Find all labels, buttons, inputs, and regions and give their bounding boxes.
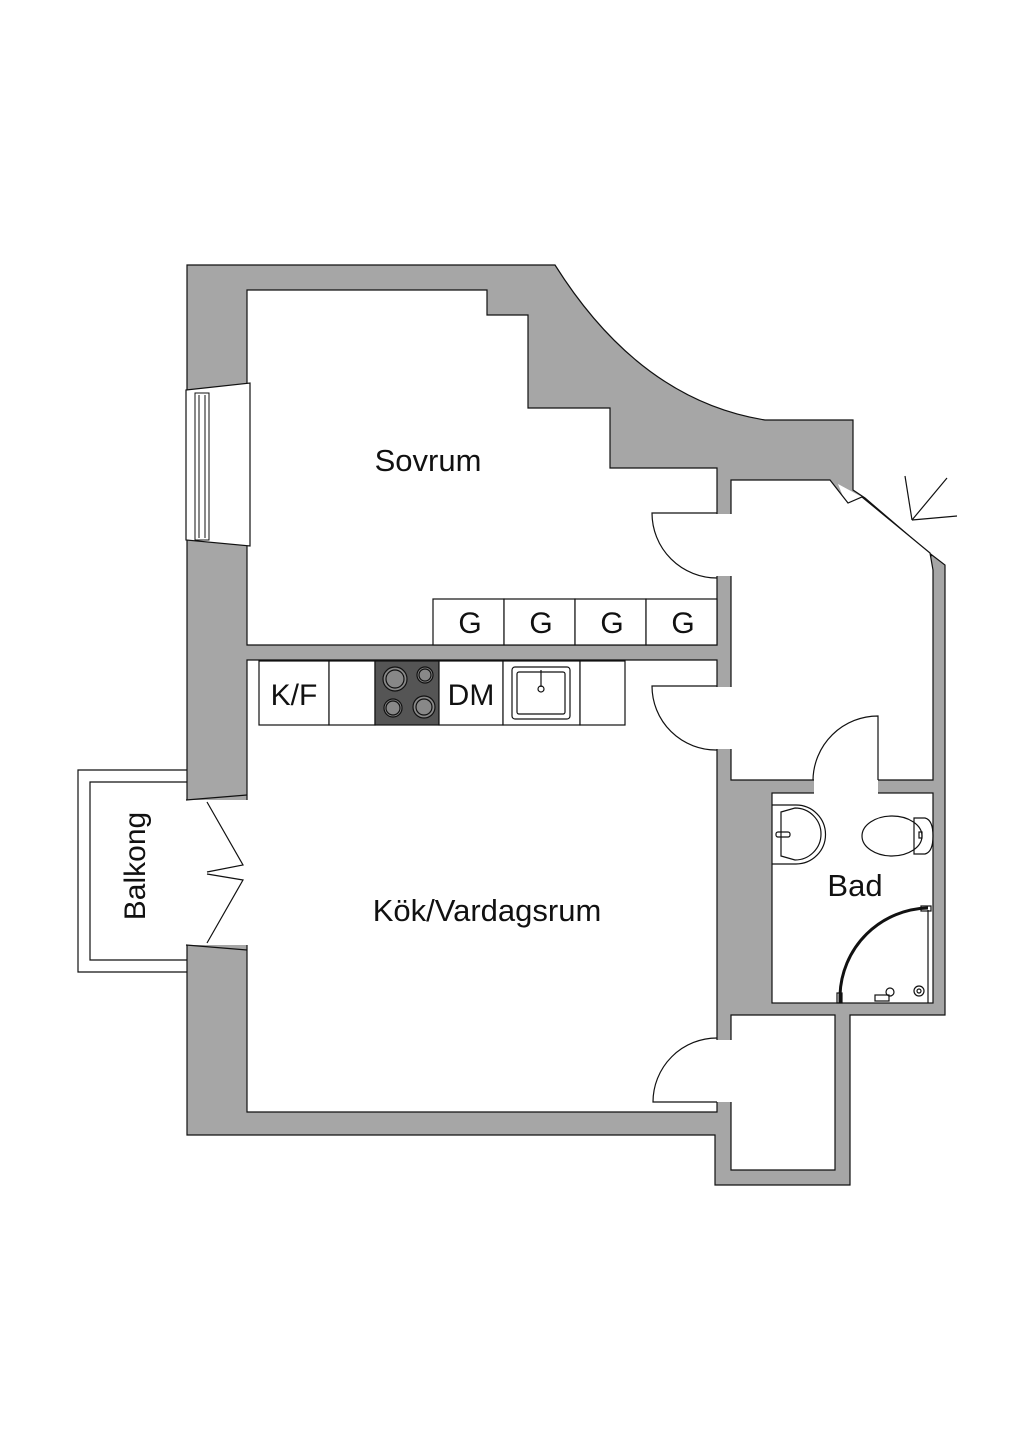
wardrobe-label: G — [600, 607, 623, 640]
door-opening — [716, 1040, 732, 1102]
door-opening — [716, 687, 732, 749]
window — [185, 382, 251, 547]
door-opening — [716, 514, 732, 576]
room-hall — [730, 479, 934, 781]
balcony-door[interactable] — [185, 794, 248, 951]
room-kok-vardagsrum — [246, 659, 718, 1113]
room-sovrum — [246, 289, 718, 646]
room-closet — [730, 1014, 836, 1171]
wardrobe-label: G — [529, 607, 552, 640]
toilet-icon — [861, 815, 934, 857]
kitchen-counter: K/F DM — [258, 660, 626, 726]
balcony — [77, 769, 187, 973]
door-opening — [814, 779, 878, 794]
entrance-arrow-icon — [904, 475, 958, 521]
door-closet[interactable] — [652, 1037, 718, 1103]
dishwasher-label: DM — [448, 679, 495, 712]
door-kitchen[interactable] — [651, 685, 718, 751]
wardrobe-label: G — [671, 607, 694, 640]
shower-icon — [836, 905, 932, 1004]
fridge-freezer-label: K/F — [271, 679, 318, 712]
washbasin-icon — [772, 804, 827, 865]
sink-icon — [511, 666, 571, 720]
wardrobe-label: G — [458, 607, 481, 640]
room-label-balkong: Balkong — [119, 812, 152, 920]
door-bad[interactable] — [812, 715, 879, 781]
room-label-bad: Bad — [827, 868, 882, 903]
room-label-sovrum: Sovrum — [375, 443, 482, 478]
room-label-kok-vardagsrum: Kök/Vardagsrum — [373, 893, 602, 928]
door-sovrum[interactable] — [651, 512, 718, 579]
wardrobes: G G G G — [432, 598, 718, 646]
